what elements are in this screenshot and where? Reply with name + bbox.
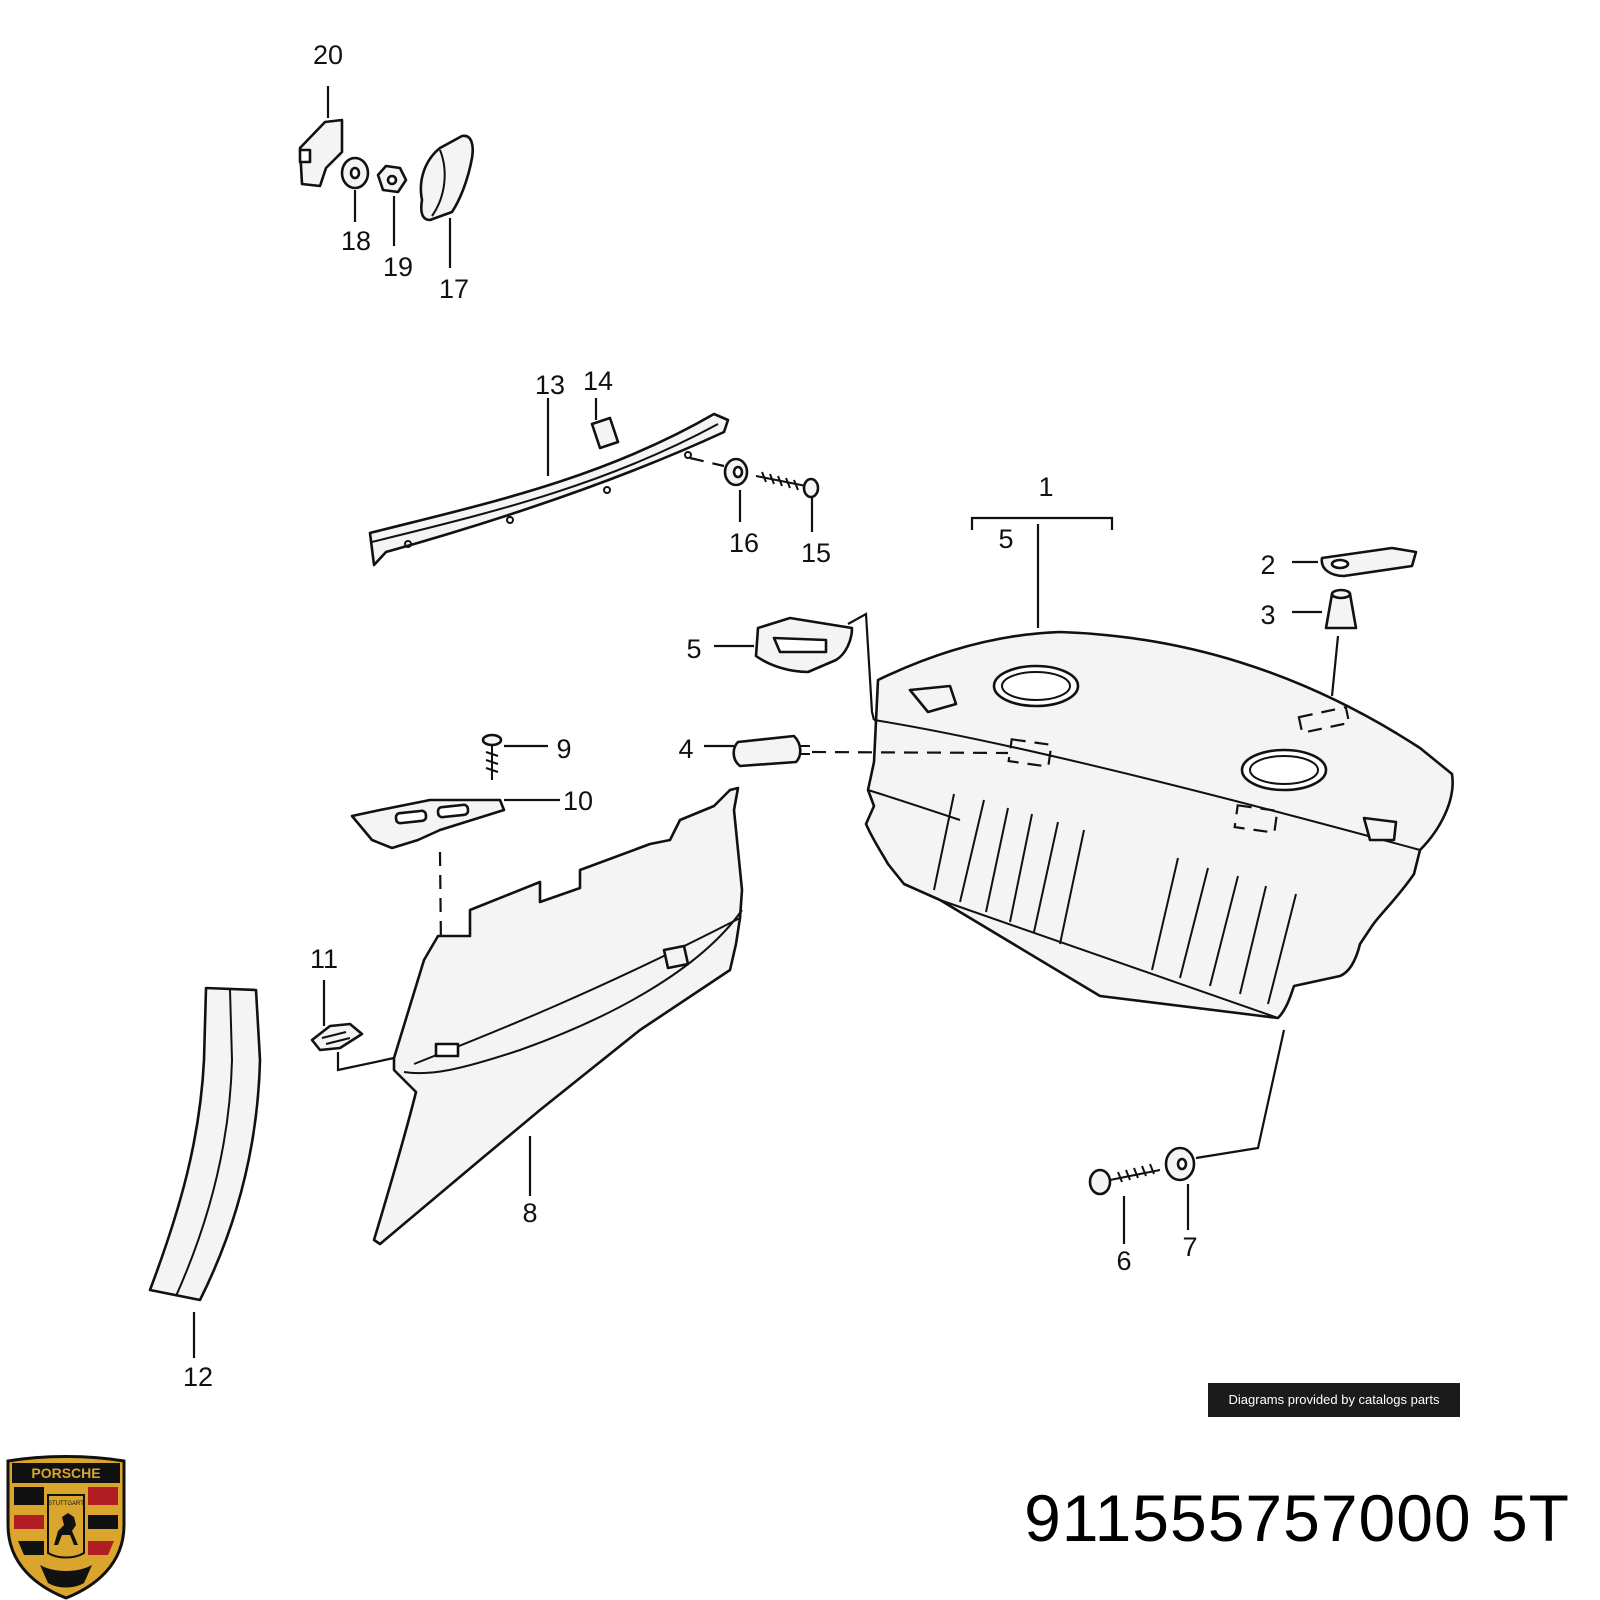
leader-7-to-shelf [1195,1029,1286,1160]
callout-18: 18 [341,226,371,256]
part-6-screw [1088,1163,1161,1196]
callout-5-top: 5 [998,524,1013,554]
part-5-bracket [754,616,854,674]
callout-8: 8 [522,1198,537,1228]
callout-2: 2 [1260,550,1275,580]
part-3-buffer [1324,588,1358,630]
logo-city-text: STUTTGART [48,1501,84,1507]
part-16-grommet [723,457,749,487]
part-14-clip [590,416,620,450]
diagram-credit-badge: Diagrams provided by catalogs parts [1208,1383,1460,1417]
callout-13: 13 [535,370,565,400]
callout-3: 3 [1260,600,1275,630]
leader-3-to-shelf [1330,635,1340,697]
callout-6: 6 [1116,1246,1131,1276]
callout-7: 7 [1182,1232,1197,1262]
callout-19: 19 [383,252,413,282]
callout-14: 14 [583,366,613,396]
callout-10: 10 [563,786,593,816]
fastener-path-13 [689,456,725,468]
part-15-screw [755,471,820,499]
callout-9: 9 [556,734,571,764]
callout-12: 12 [183,1362,213,1392]
part-13-trim-rail [368,412,730,567]
part-10-bracket [350,798,506,850]
part-19-nut [376,164,408,194]
part-number: 911555757000 5T [1024,1481,1570,1555]
part-12-pillar-trim [148,986,262,1302]
part-20-bracket [298,118,344,188]
part-9-screw [481,733,503,780]
part-18-washer [340,156,370,190]
callout-15: 15 [801,538,831,568]
logo-brand-text: PORSCHE [31,1465,100,1481]
bracket-11-connector [336,1052,395,1072]
bracket-1-5 [970,516,1114,530]
part-4-pad [732,734,810,768]
part-11-clip [310,1022,364,1052]
callout-20: 20 [313,40,343,70]
bracket-5-connector [847,612,876,721]
callout-17: 17 [439,274,469,304]
part-8-side-panel [372,786,744,1246]
callout-4: 4 [678,734,693,764]
part-1-parcel-shelf [864,630,1454,1020]
part-17-cover [419,134,474,222]
callout-11: 11 [310,944,338,974]
porsche-crest-logo: PORSCHE STUTTGART [6,1455,126,1600]
fastener-path-4 [811,750,1009,755]
part-7-washer [1164,1146,1196,1182]
part-2-tab [1320,546,1418,578]
callout-5-side: 5 [686,634,701,664]
callout-16: 16 [729,528,759,558]
callout-1: 1 [1038,472,1053,502]
